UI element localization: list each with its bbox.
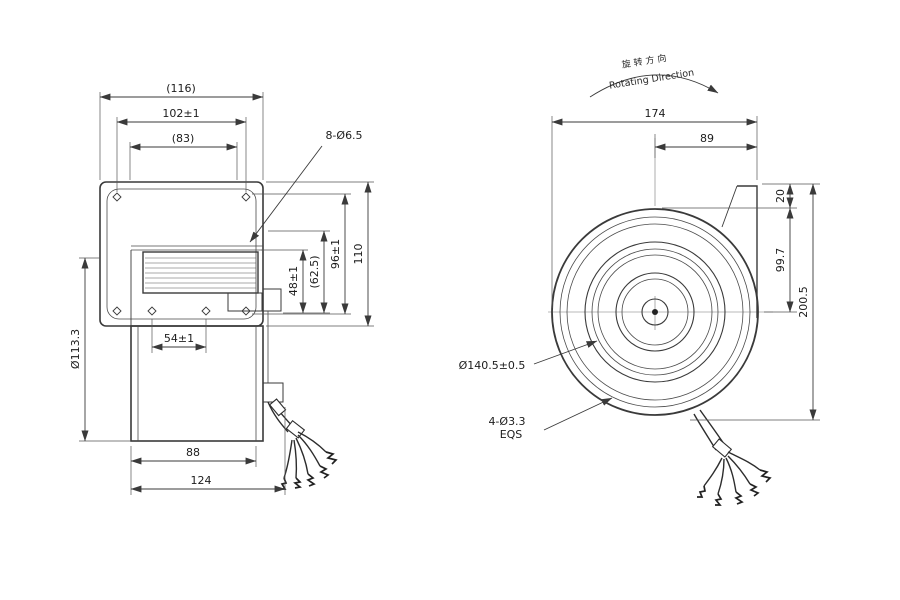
wire-wrap-band (711, 438, 733, 458)
dim-174: 174 (645, 107, 666, 120)
outlet-flange-tab (721, 185, 758, 318)
dim-96: 96±1 (329, 239, 342, 269)
rotating-direction-indicator: 旋转方向 Rotating Direction (589, 51, 719, 98)
dim-4-holes: 4-Ø3.3 (488, 415, 525, 428)
dim-8-holes: 8-Ø6.5 (325, 129, 362, 142)
dim-89: 89 (700, 132, 714, 145)
inlet-plate-lines (130, 245, 263, 326)
dim-110: 110 (352, 244, 365, 265)
centerlines (548, 138, 773, 330)
dim-62-5: (62.5) (308, 255, 321, 288)
wire-bundle-right (693, 409, 772, 506)
right-dimension-lines (533, 118, 817, 431)
dim-88: 88 (186, 446, 200, 459)
motor-body (142, 251, 282, 312)
rotation-label-cn: 旋转方向 (621, 51, 670, 70)
holes-leader-line (249, 145, 323, 243)
flange-inner-outline (106, 188, 257, 320)
mounting-hole-diamonds (112, 192, 251, 316)
dim-48: 48±1 (287, 266, 300, 296)
dim-116: (116) (166, 82, 196, 95)
wire-wrap-band (268, 398, 287, 417)
right-front-view: 旋转方向 Rotating Direction (459, 51, 820, 506)
dim-54: 54±1 (164, 332, 194, 345)
left-side-view: (116) 102±1 (83) 8-Ø6.5 48±1 (62.5) 96±1… (69, 82, 374, 495)
inlet-dia-leader-line (533, 340, 598, 365)
left-dimension-lines (81, 93, 372, 493)
flange-plate-outline (99, 181, 264, 327)
small-holes-leader-line (543, 397, 613, 431)
rotation-label-en: Rotating Direction (608, 67, 695, 91)
volute-circles (551, 208, 759, 416)
scroll-housing (130, 311, 284, 442)
dim-20: 20 (774, 189, 787, 203)
dim-99-7: 99.7 (774, 248, 787, 273)
left-extension-lines (79, 92, 374, 495)
dim-eqs: EQS (500, 428, 523, 441)
dim-124: 124 (191, 474, 212, 487)
rotation-arrow (589, 74, 719, 98)
dim-dia-140-5: Ø140.5±0.5 (459, 359, 526, 372)
shaft-center-dot (652, 309, 658, 315)
dim-dia-113: Ø113.3 (69, 329, 82, 369)
dim-102: 102±1 (162, 107, 199, 120)
wire-bundle-left (267, 398, 338, 490)
dim-200-5: 200.5 (797, 286, 810, 318)
dim-83: (83) (172, 132, 195, 145)
